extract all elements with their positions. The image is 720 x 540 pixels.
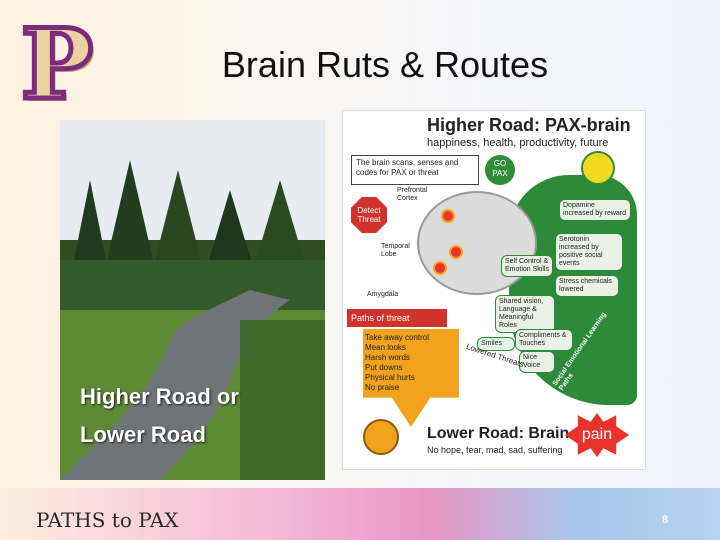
threat-list: Take away control Mean looks Harsh words… <box>365 333 445 393</box>
photo-caption-line-1: Higher Road or <box>80 384 239 409</box>
slide-title: Brain Ruts & Routes <box>221 44 549 85</box>
brain-roads-diagram: Higher Road: PAX-brain happiness, health… <box>342 110 646 470</box>
paths-of-threat-bar: Paths of threat <box>347 309 447 327</box>
shared-vision-label: Shared vision, Language & Meaningful Rol… <box>495 295 555 333</box>
photo-caption-line-2: Lower Road <box>80 422 206 447</box>
amygdala-label: Amygdala <box>367 291 399 298</box>
prefrontal-label: Prefrontal Cortex <box>397 187 428 202</box>
temporal-dot <box>433 261 447 275</box>
smiles-label: Smiles <box>477 337 515 351</box>
threat-item: Physical hurts <box>365 373 415 382</box>
footer-brand: PATHS to PAX <box>36 508 179 532</box>
threat-item: Take away control <box>365 333 430 342</box>
paths-logo-icon: P <box>18 8 95 121</box>
scan-text-box: The brain scans, senses and codes for PA… <box>351 155 479 185</box>
temporal-label: Temporal Lobe <box>381 243 410 258</box>
threat-item: Put downs <box>365 363 403 372</box>
lower-road-subtitle: No hope, fear, mad, sad, suffering <box>427 445 563 455</box>
compliments-label: Compliments & Touches <box>515 329 573 351</box>
frown-face-icon <box>363 419 399 455</box>
photo-caption: Higher Road or Lower Road <box>80 378 310 454</box>
stress-label: Stress chemicals lowered <box>555 275 619 297</box>
page-number: 8 <box>662 514 669 526</box>
pain-burst: pain <box>565 413 629 457</box>
threat-item: Mean looks <box>365 343 406 352</box>
higher-road-subtitle: happiness, health, productivity, future <box>427 137 609 149</box>
go-pax-circle: GO PAX <box>485 155 515 185</box>
road-photo-scene <box>60 120 325 480</box>
threat-item: Harsh words <box>365 353 410 362</box>
road-photo <box>60 120 325 480</box>
self-control-label: Self Control & Emotion Skills <box>501 255 553 277</box>
threat-item: No praise <box>365 383 400 392</box>
prefrontal-dot <box>441 209 455 223</box>
detect-threat-stop-sign: Detect Threat <box>351 197 387 233</box>
nice-voice-label: Nice Voice <box>519 351 555 373</box>
footer-band <box>0 488 720 540</box>
smiley-face-icon <box>581 151 615 185</box>
brain-illustration <box>417 191 537 295</box>
lower-road-title: Lower Road: Brain <box>427 425 570 442</box>
amygdala-dot <box>449 245 463 259</box>
dopamine-label: Dopamine increased by reward <box>559 199 631 221</box>
higher-road-title: Higher Road: PAX-brain <box>427 115 631 135</box>
serotonin-label: Serotonin increased by positive social e… <box>555 233 623 271</box>
